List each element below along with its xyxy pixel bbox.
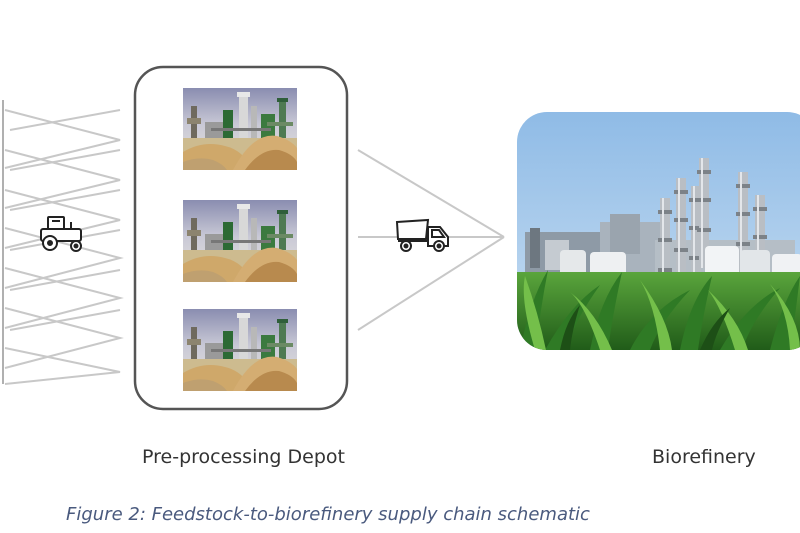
biorefinery-image (517, 112, 800, 350)
tractor-icon (40, 216, 82, 252)
depot-label: Pre-processing Depot (142, 446, 345, 468)
depot-image-1 (183, 88, 297, 170)
depot-image-3 (183, 309, 297, 391)
figure-caption: Figure 2: Feedstock-to-biorefinery suppl… (66, 504, 590, 525)
depot-image-2 (183, 200, 297, 282)
truck-icon (395, 218, 449, 252)
farm-collection-lines (2, 100, 124, 385)
biorefinery-label: Biorefinery (652, 446, 756, 468)
